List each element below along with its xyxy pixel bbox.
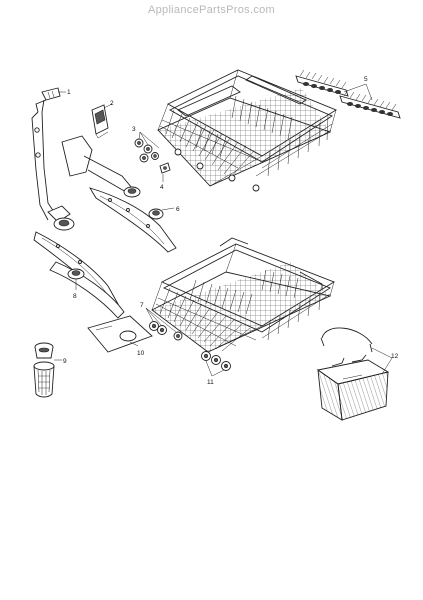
callout-9: 9 [63, 358, 67, 365]
lower-spray-arm-icon[interactable] [49, 261, 125, 319]
callout-11: 11 [207, 379, 214, 386]
callout-2: 2 [110, 100, 114, 107]
watermark-text: AppliancePartsPros.com [147, 4, 276, 16]
callout-1: 1 [67, 89, 71, 96]
filter-plate-icon[interactable] [87, 315, 153, 353]
leader-11 [205, 360, 225, 377]
leader-12 [371, 347, 393, 375]
callout-4: 4 [160, 184, 164, 191]
upper-rack-roller-icon[interactable] [134, 138, 159, 163]
upper-rack-icon[interactable] [157, 69, 337, 192]
callout-5: 5 [364, 76, 368, 83]
callout-8: 8 [73, 293, 77, 300]
callout-12: 12 [391, 353, 399, 360]
callout-6: 6 [176, 206, 180, 213]
leader-2 [103, 103, 113, 109]
lower-rack-icon[interactable] [151, 237, 336, 353]
silverware-basket-icon[interactable] [316, 327, 390, 421]
callout-10: 10 [137, 350, 145, 357]
filter-icon[interactable] [33, 342, 55, 398]
roller-axle-icon[interactable] [159, 162, 171, 174]
callout-7: 7 [140, 302, 144, 309]
leader-3 [138, 131, 160, 149]
callout-3: 3 [132, 126, 136, 133]
tine-row-icon[interactable] [295, 69, 401, 119]
spray-arm-supply-tube-icon[interactable] [31, 87, 71, 223]
leader-6 [161, 207, 175, 211]
rack-end-cap-icon[interactable] [91, 104, 109, 139]
leader-5 [343, 83, 373, 101]
upper-spray-arm-icon[interactable] [33, 135, 177, 307]
leader-7 [145, 307, 177, 333]
lower-rack-wheel-icon[interactable] [149, 321, 231, 371]
leader-10 [129, 341, 139, 347]
